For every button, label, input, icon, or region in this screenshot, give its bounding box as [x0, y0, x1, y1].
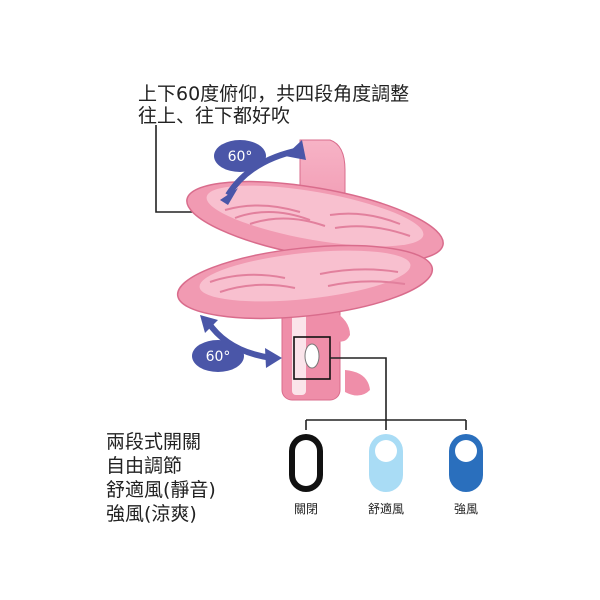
angle-badge-lower-text: 60°: [206, 349, 231, 365]
caption-leader-line: [155, 125, 196, 213]
switch-caption-line-3: 舒適風(靜音): [106, 479, 216, 501]
tilt-caption-line-1: 上下60度俯仰，共四段角度調整: [138, 83, 410, 105]
switch-knob: [304, 343, 320, 369]
tilt-down-arrow: 60°: [192, 315, 282, 372]
angle-badge-upper: [214, 140, 266, 172]
tilt-caption-line-2: 往上、往下都好吹: [138, 105, 291, 127]
switch-leader-line: [330, 357, 387, 420]
fan-head-lower: [176, 244, 434, 320]
mode-icon-off: [289, 434, 323, 492]
mode-label-comfort: 舒適風: [367, 502, 404, 516]
mode-icon-comfort: [369, 434, 403, 492]
tilt-up-arrow: 60°: [214, 140, 306, 205]
switch-caption-line-2: 自由調節: [106, 455, 183, 477]
switch-caption-line-1: 兩段式開關: [106, 431, 202, 453]
angle-badge-lower: [192, 340, 244, 372]
mode-label-off: 關閉: [293, 502, 318, 516]
mode-label-strong: 強風: [453, 502, 478, 516]
angle-badge-upper-text: 60°: [228, 149, 253, 165]
mode-icon-strong: [449, 434, 483, 492]
switch-caption-line-4: 強風(涼爽): [106, 503, 197, 525]
